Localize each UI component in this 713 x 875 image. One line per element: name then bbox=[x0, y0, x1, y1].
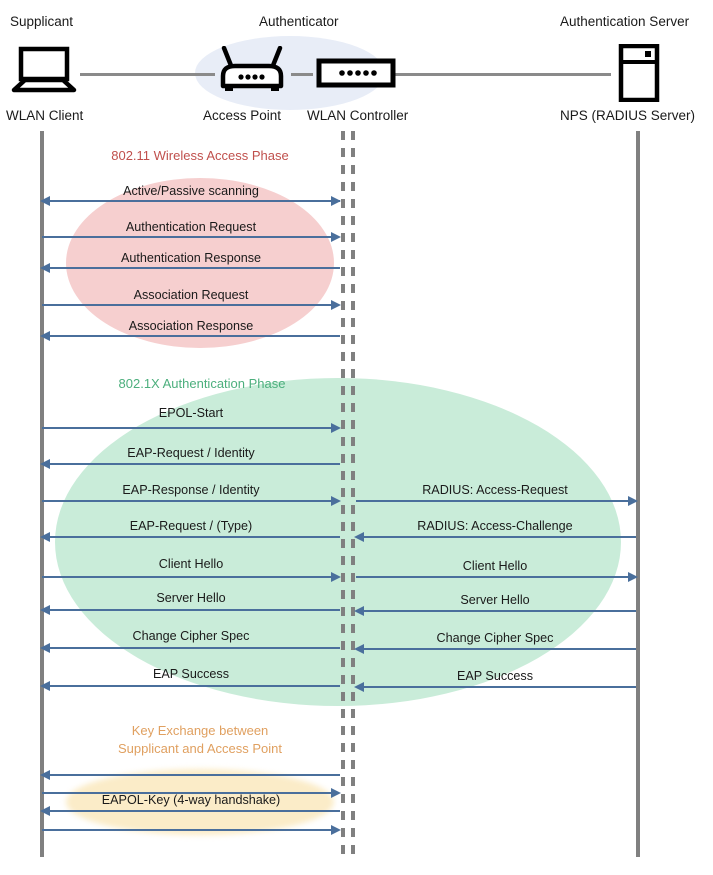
message-line bbox=[356, 576, 630, 578]
actor-role-supplicant: Supplicant bbox=[10, 14, 74, 29]
arrowhead-right-icon bbox=[331, 196, 341, 206]
message-label: Authentication Request bbox=[125, 220, 257, 234]
message-label: RADIUS: Access-Request bbox=[422, 483, 568, 497]
lifeline-wlan-controller bbox=[351, 131, 355, 857]
message-label: EPOL-Start bbox=[158, 406, 224, 420]
arrowhead-left-icon bbox=[40, 459, 50, 469]
arrowhead-right-icon bbox=[331, 572, 341, 582]
arrowhead-left-icon bbox=[40, 532, 50, 542]
actor-device-wlan-controller: WLAN Controller bbox=[307, 108, 409, 123]
lifeline-wlan-client bbox=[40, 131, 44, 857]
message-line bbox=[44, 463, 340, 465]
message-line bbox=[44, 536, 340, 538]
arrowhead-left-icon bbox=[354, 606, 364, 616]
message-label: EAP Success bbox=[456, 669, 534, 683]
phase-3-region bbox=[66, 769, 334, 835]
wire-controller-to-server bbox=[395, 73, 611, 76]
arrowhead-left-icon bbox=[40, 196, 50, 206]
arrowhead-left-icon bbox=[40, 806, 50, 816]
arrowhead-right-icon bbox=[331, 496, 341, 506]
arrowhead-left-icon bbox=[40, 770, 50, 780]
actor-role-authentication-server: Authentication Server bbox=[560, 14, 690, 29]
message-line bbox=[42, 500, 332, 502]
message-label: Server Hello bbox=[460, 593, 530, 607]
message-label: EAP-Request / (Type) bbox=[129, 519, 253, 533]
arrowhead-right-icon bbox=[331, 300, 341, 310]
message-label: Change Cipher Spec bbox=[132, 629, 250, 643]
arrowhead-right-icon bbox=[331, 788, 341, 798]
actor-device-nps-radius-server: NPS (RADIUS Server) bbox=[560, 108, 696, 123]
arrowhead-right-icon bbox=[331, 423, 341, 433]
phase-1-region bbox=[66, 178, 334, 348]
message-line bbox=[44, 685, 340, 687]
message-label: EAP Success bbox=[152, 667, 230, 681]
message-line bbox=[42, 792, 332, 794]
message-line bbox=[42, 576, 332, 578]
lifeline-access-point bbox=[341, 131, 345, 857]
message-line bbox=[44, 774, 340, 776]
message-line bbox=[44, 200, 340, 202]
message-line bbox=[42, 427, 332, 429]
message-label: Active/Passive scanning bbox=[123, 184, 259, 198]
arrowhead-right-icon bbox=[331, 232, 341, 242]
message-line bbox=[42, 304, 332, 306]
actor-device-wlan-client: WLAN Client bbox=[6, 108, 84, 123]
message-line bbox=[356, 500, 630, 502]
phase-2-label: 802.1X Authentication Phase bbox=[118, 376, 286, 391]
actor-role-authenticator: Authenticator bbox=[259, 14, 339, 29]
message-line bbox=[42, 829, 332, 831]
wire-ap-to-controller bbox=[291, 73, 313, 76]
message-label: EAP-Response / Identity bbox=[122, 483, 260, 497]
message-label: EAP-Request / Identity bbox=[127, 446, 255, 460]
arrowhead-right-icon bbox=[331, 825, 341, 835]
message-label: EAPOL-Key (4-way handshake) bbox=[101, 793, 281, 807]
arrowhead-left-icon bbox=[354, 532, 364, 542]
server-tower-icon bbox=[617, 43, 661, 107]
message-line bbox=[44, 335, 340, 337]
message-line bbox=[358, 536, 636, 538]
arrowhead-left-icon bbox=[40, 605, 50, 615]
phase-3-label-line-2: Supplicant and Access Point bbox=[117, 741, 283, 756]
wireless-router-icon bbox=[213, 45, 291, 99]
message-label: Association Response bbox=[128, 319, 254, 333]
phase-3-label-line-1: Key Exchange between bbox=[131, 723, 269, 738]
lifeline-radius-server bbox=[636, 131, 640, 857]
message-label: Server Hello bbox=[156, 591, 226, 605]
actor-device-access-point: Access Point bbox=[203, 108, 282, 123]
message-line bbox=[358, 686, 636, 688]
message-label: Association Request bbox=[133, 288, 249, 302]
message-line bbox=[44, 647, 340, 649]
arrowhead-left-icon bbox=[40, 331, 50, 341]
message-label: RADIUS: Access-Challenge bbox=[417, 519, 573, 533]
arrowhead-left-icon bbox=[40, 681, 50, 691]
wire-client-to-ap bbox=[80, 73, 215, 76]
message-line bbox=[358, 648, 636, 650]
arrowhead-left-icon bbox=[354, 682, 364, 692]
arrowhead-left-icon bbox=[354, 644, 364, 654]
phase-1-label: 802.11 Wireless Access Phase bbox=[111, 148, 289, 163]
message-line bbox=[358, 610, 636, 612]
message-line bbox=[44, 609, 340, 611]
message-line bbox=[44, 810, 340, 812]
message-label: Client Hello bbox=[462, 559, 528, 573]
message-label: Client Hello bbox=[158, 557, 224, 571]
message-line bbox=[44, 267, 340, 269]
arrowhead-right-icon bbox=[628, 496, 638, 506]
arrowhead-left-icon bbox=[40, 643, 50, 653]
laptop-icon bbox=[10, 46, 78, 99]
network-switch-icon bbox=[316, 58, 396, 93]
message-line bbox=[42, 236, 332, 238]
message-label: Change Cipher Spec bbox=[436, 631, 554, 645]
arrowhead-right-icon bbox=[628, 572, 638, 582]
message-label: Authentication Response bbox=[120, 251, 262, 265]
arrowhead-left-icon bbox=[40, 263, 50, 273]
